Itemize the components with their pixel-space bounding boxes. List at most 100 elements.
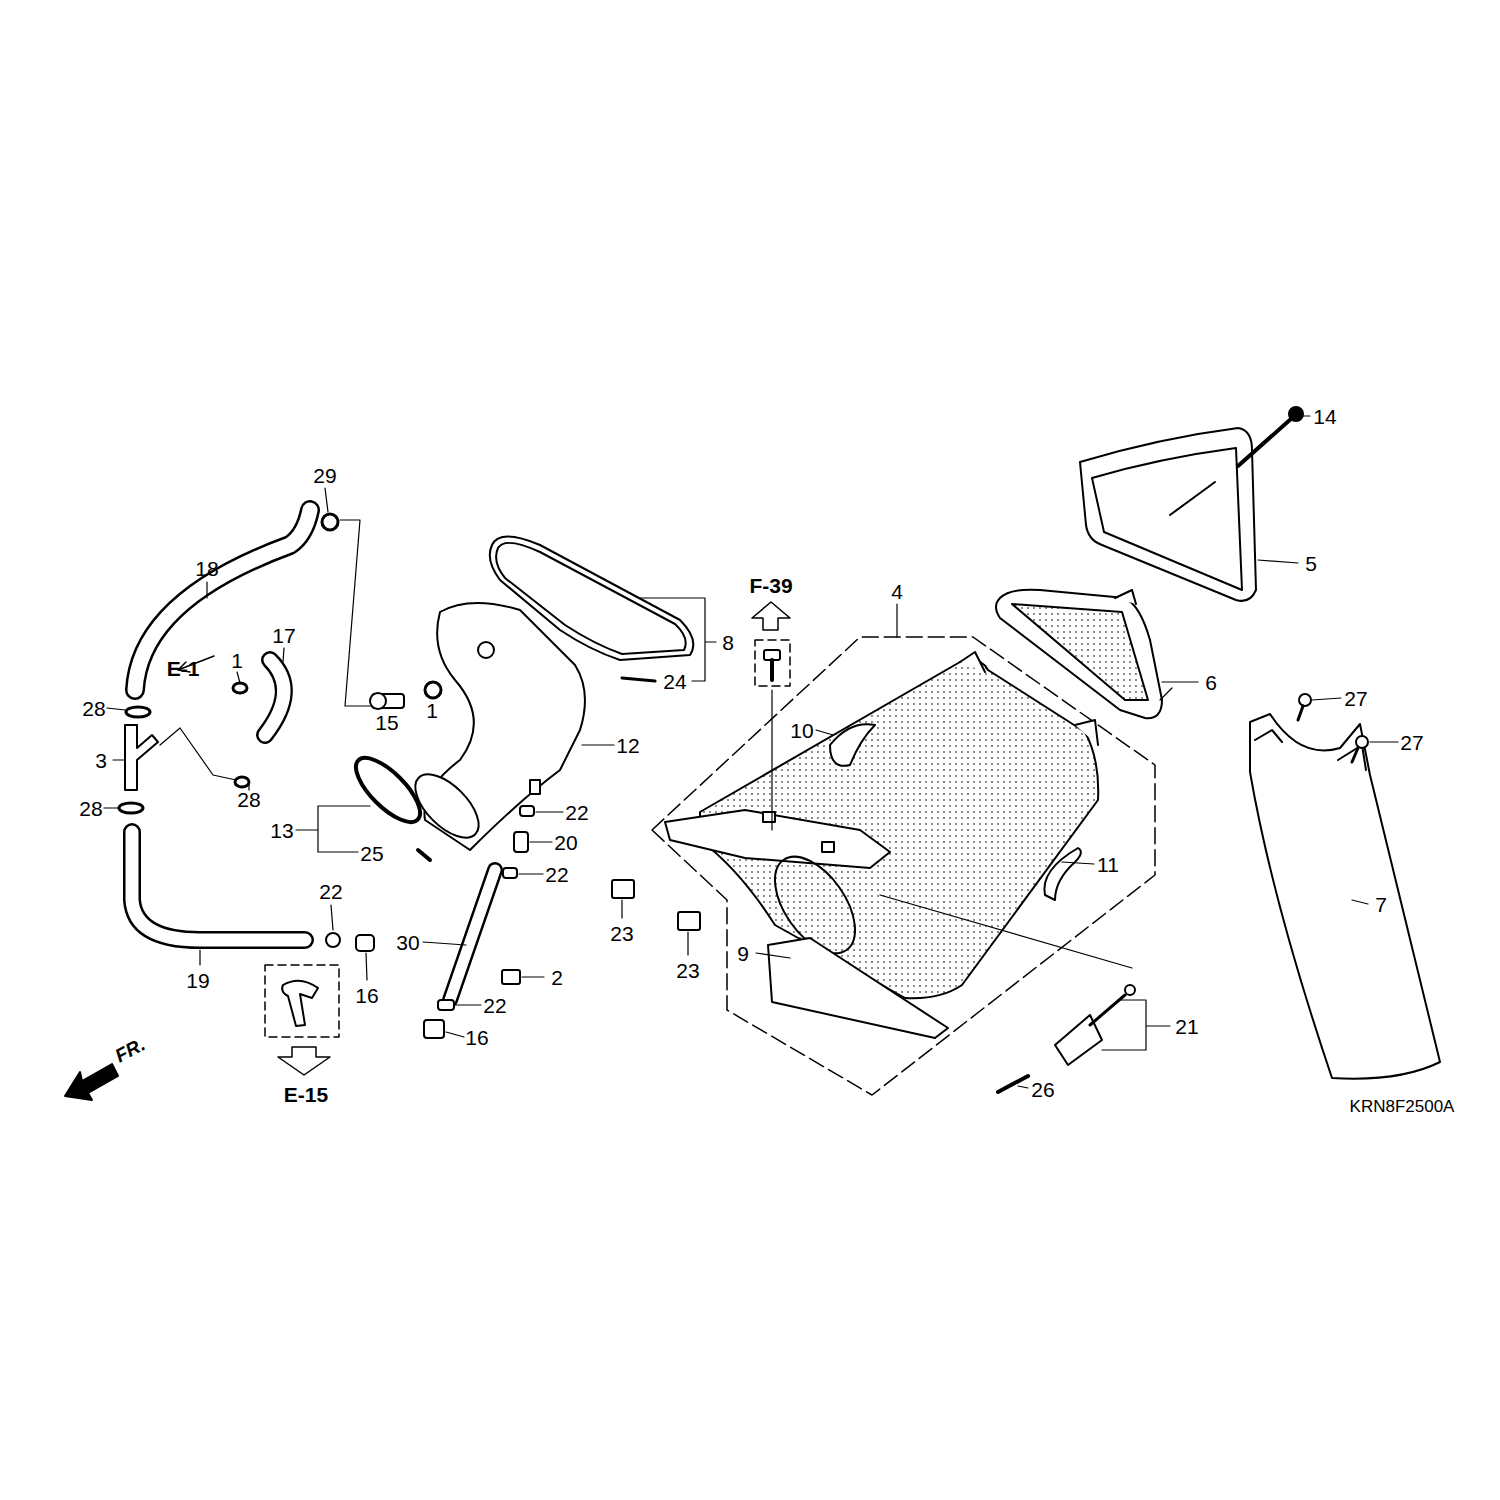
- leader-line: [160, 728, 236, 780]
- small-fitting: [502, 970, 520, 984]
- callout-number: 30: [396, 932, 419, 953]
- callout-number: 21: [1175, 1016, 1198, 1037]
- screw: [1238, 418, 1292, 466]
- callout-number: 27: [1400, 732, 1423, 753]
- callout-number: 27: [1344, 688, 1367, 709]
- leader-line: [519, 873, 543, 874]
- leader-line: [536, 811, 563, 812]
- hose-fitting: [425, 682, 441, 698]
- leader-line: [446, 1032, 464, 1037]
- leader-line: [340, 520, 372, 706]
- leader-line: [1258, 560, 1298, 563]
- small-fitting: [503, 868, 517, 878]
- air-cleaner-housing: [822, 842, 834, 852]
- reference-arrow: [752, 602, 790, 630]
- leader-line: [756, 953, 790, 958]
- leader-line: [896, 604, 897, 637]
- air-cleaner-housing: [960, 652, 985, 672]
- callout-number: 22: [545, 864, 568, 885]
- reference-arrow: [278, 1047, 330, 1075]
- small-fitting: [424, 1020, 444, 1038]
- leader-line: [107, 708, 125, 710]
- hose-fitting: [322, 514, 338, 530]
- callout-number: 19: [186, 970, 209, 991]
- callout-number: 28: [237, 789, 260, 810]
- screw: [418, 850, 430, 860]
- callout-number: 6: [1205, 672, 1217, 693]
- callout-number: 12: [616, 735, 639, 756]
- callout-number: 8: [722, 632, 734, 653]
- screw: [1298, 706, 1303, 720]
- callout-number: 15: [375, 712, 398, 733]
- callout-number: 16: [355, 985, 378, 1006]
- air-cleaner-case: [530, 780, 540, 794]
- bracket-part: [282, 981, 318, 1026]
- callout-number: 20: [554, 832, 577, 853]
- air-cleaner-housing: [665, 810, 890, 868]
- small-fitting: [326, 933, 340, 947]
- clamp: [119, 683, 249, 813]
- callout-number: 1: [231, 650, 243, 671]
- filter-element: [1080, 428, 1256, 601]
- small-fitting: [520, 806, 534, 816]
- leader-line: [582, 744, 614, 745]
- hose-fitting: [322, 514, 441, 709]
- hose-fitting: [370, 693, 386, 709]
- screw: [1352, 736, 1368, 762]
- callout-number: 17: [272, 625, 295, 646]
- filter-element: [1092, 448, 1242, 590]
- leader-line: [621, 900, 622, 918]
- callout-number: 22: [483, 995, 506, 1016]
- leader-line: [1160, 688, 1172, 700]
- screw: [1238, 407, 1303, 466]
- hose: [132, 832, 305, 940]
- clamp: [235, 777, 249, 787]
- hose: [132, 510, 495, 1000]
- parts-illustration: [1255, 730, 1282, 742]
- air-cleaner-case: [405, 603, 585, 850]
- leader-line: [104, 807, 118, 808]
- leader-line: [296, 806, 370, 852]
- band: [346, 748, 429, 831]
- screw: [998, 1076, 1028, 1092]
- callout-number: 5: [1305, 553, 1317, 574]
- seal-piece: [1044, 848, 1080, 900]
- reference-label: F-39: [749, 575, 792, 596]
- callout-number: 22: [319, 881, 342, 902]
- callout-number: 18: [195, 558, 218, 579]
- callout-number: 28: [82, 698, 105, 719]
- small-fitting: [326, 806, 700, 1038]
- filter-element: [1170, 482, 1215, 515]
- small-fitting: [438, 1000, 454, 1010]
- callout-number: 22: [565, 802, 588, 823]
- hose: [265, 660, 284, 735]
- leader-line: [1162, 681, 1198, 682]
- callout-number: 3: [95, 750, 107, 771]
- bolt: [764, 650, 780, 830]
- small-fitting: [356, 935, 374, 951]
- leader-line: [366, 953, 367, 980]
- leader-line: [325, 488, 328, 512]
- leader-line: [1102, 1000, 1170, 1050]
- callout-number: 7: [1375, 894, 1387, 915]
- callout-number: 10: [790, 720, 813, 741]
- callout-number: 16: [465, 1027, 488, 1048]
- y-joint: [125, 725, 158, 790]
- air-cleaner-housing: [763, 812, 775, 822]
- callout-number: 26: [1031, 1079, 1054, 1100]
- leader-line: [206, 582, 207, 598]
- screw: [1289, 407, 1303, 421]
- reference-box: [755, 640, 790, 686]
- hose: [450, 870, 495, 1000]
- leader-line: [816, 730, 833, 735]
- small-fitting: [612, 880, 634, 898]
- filter-holder: [1012, 604, 1148, 700]
- leader-line: [1018, 1086, 1028, 1088]
- callout-number: 23: [610, 923, 633, 944]
- bolt: [771, 690, 772, 830]
- clamp: [126, 707, 150, 717]
- leader-line: [1352, 900, 1368, 904]
- hose: [265, 660, 284, 735]
- air-cleaner-housing: [1075, 720, 1098, 745]
